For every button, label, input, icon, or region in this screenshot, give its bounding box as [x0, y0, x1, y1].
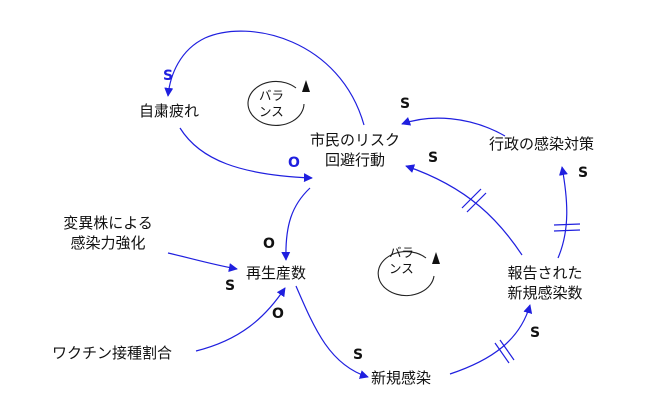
loop-label-lower: バラ ンス: [389, 245, 414, 277]
link-risk-to-repro: [281, 187, 311, 261]
node-variant-strengthening: 変異株による 感染力強化: [48, 213, 168, 253]
node-reported-line2: 新規感染数: [507, 284, 583, 302]
link-reported-to-policy: [557, 166, 568, 259]
node-citizen-risk-line2: 回避行動: [324, 151, 385, 169]
polarity-risk-fatigue: S: [400, 96, 411, 112]
link-reported-to-risk: [405, 164, 523, 256]
delay-mark-reported-to-risk: [461, 188, 487, 213]
polarity-reported-to-policy: S: [578, 165, 589, 181]
polarity-repro-to-new: S: [353, 347, 364, 363]
loop-lower-line2: ンス: [389, 261, 414, 276]
link-variant-to-repro: [167, 252, 238, 272]
loop-arc-upper: [247, 80, 305, 126]
node-new-infections: 新規感染: [371, 369, 432, 387]
node-reported-line1: 報告された: [507, 264, 583, 282]
polarity-new-to-reported: S: [530, 325, 541, 341]
loop-upper-line1: バラ: [259, 88, 285, 103]
link-new-to-reported: [449, 304, 533, 375]
node-variant-line1: 変異株による: [63, 214, 153, 232]
polarity-vaccine-to-repro: O: [272, 306, 284, 322]
delay-mark-reported-to-policy: [553, 223, 581, 232]
polarity-risk-to-repro: O: [263, 236, 275, 252]
node-citizen-risk-avoidance: 市民のリスク 回避行動: [305, 130, 405, 170]
loop-label-upper: バラ ンス: [259, 88, 284, 120]
polarity-variant-to-repro: S: [225, 278, 236, 294]
node-government-measures: 行政の感染対策: [489, 135, 595, 153]
link-risk-to-fatigue: [164, 30, 365, 126]
polarity-fatigue-to-risk: O: [288, 155, 300, 171]
polarity-reported-to-risk: S: [428, 150, 439, 166]
loop-arrow-lower-icon: [432, 252, 440, 264]
link-vaccine-to-repro: [195, 287, 286, 352]
delay-mark-new-to-reported: [494, 339, 515, 364]
link-policy-to-risk: [401, 117, 506, 137]
loop-upper-line2: ンス: [259, 104, 284, 119]
node-variant-line2: 感染力強化: [70, 234, 146, 252]
loop-lower-line1: バラ: [389, 245, 415, 260]
node-citizen-risk-line1: 市民のリスク: [309, 131, 400, 149]
node-vaccination-rate: ワクチン接種割合: [52, 344, 173, 362]
loop-arrow-upper-icon: [302, 80, 310, 92]
node-reproduction-number: 再生産数: [246, 264, 307, 282]
polarity-fatigue: S: [163, 68, 174, 84]
node-fatigue: 自粛疲れ: [139, 102, 200, 120]
node-reported-new-infections: 報告された 新規感染数: [490, 263, 600, 303]
link-fatigue-to-risk: [179, 127, 313, 183]
loop-arc-lower: [377, 250, 435, 297]
link-repro-to-new: [295, 285, 369, 379]
